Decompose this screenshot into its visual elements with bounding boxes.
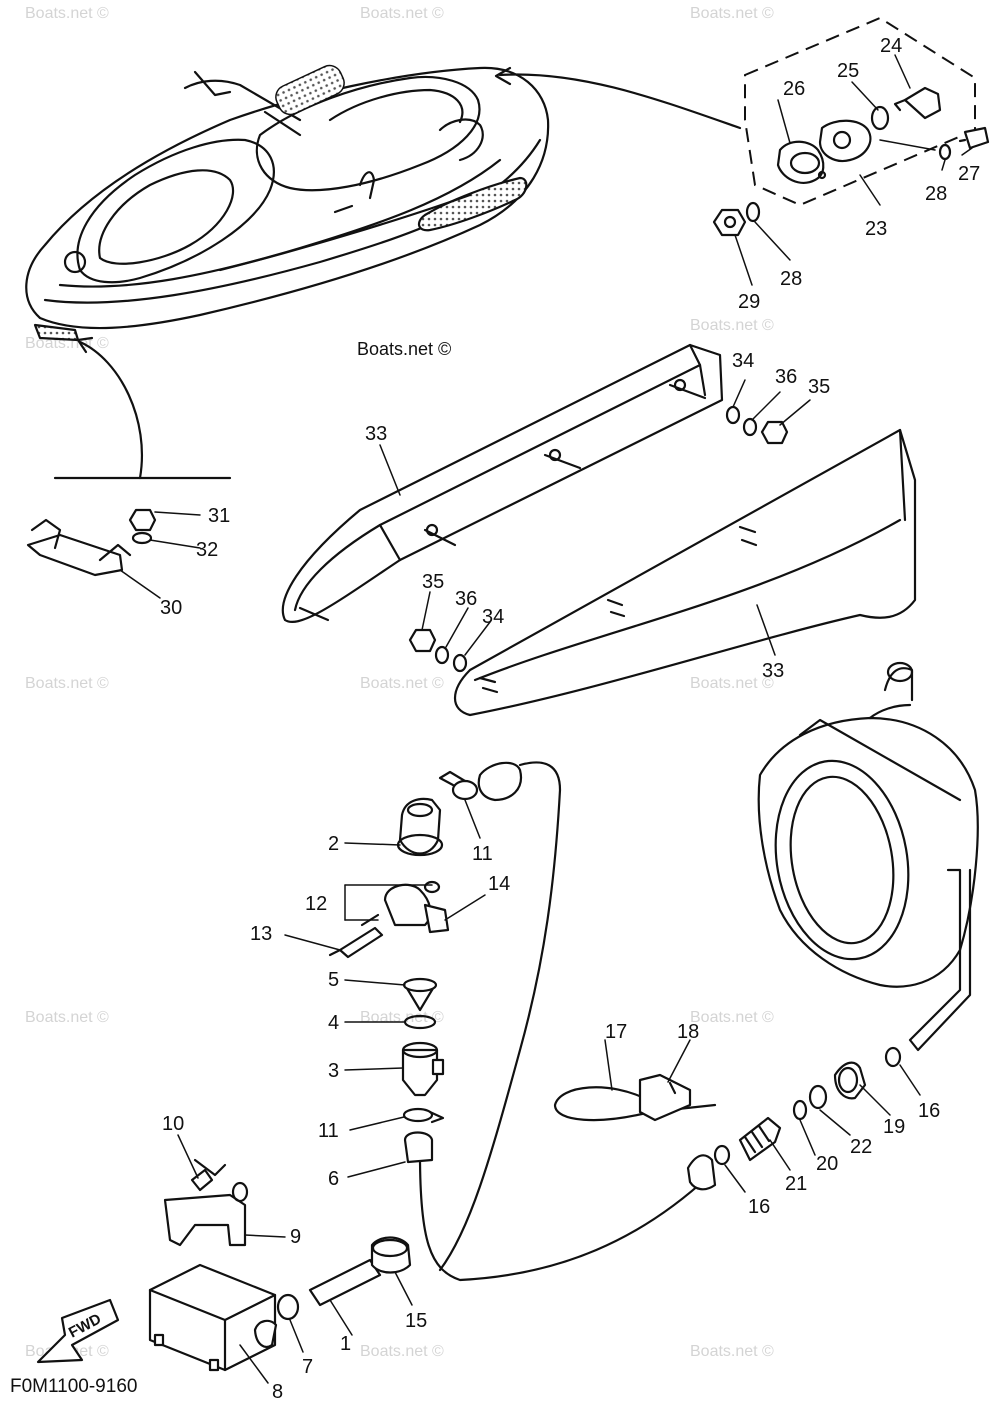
callout-16-right: 16 — [918, 1100, 940, 1122]
callout-29: 29 — [738, 291, 760, 313]
callout-11-upper: 11 — [472, 843, 493, 865]
callout-25: 25 — [837, 60, 859, 82]
watermark-text: Boats.net © — [690, 317, 774, 334]
watermark-text: Boats.net © — [25, 1009, 109, 1026]
fasteners-upper-34-35-36 — [725, 405, 789, 445]
callout-36-lower: 36 — [455, 588, 477, 610]
fitting-2 — [396, 797, 444, 857]
callout-24: 24 — [880, 35, 902, 57]
callout-14: 14 — [488, 873, 510, 895]
callout-11-lower: 11 — [318, 1120, 339, 1142]
watermark-text: Boats.net © — [690, 5, 774, 22]
callout-7: 7 — [302, 1356, 313, 1378]
hose-clamp-11-upper — [438, 770, 479, 801]
watermark-text: Boats.net © — [690, 675, 774, 692]
callout-20: 20 — [816, 1153, 838, 1175]
callout-22: 22 — [850, 1136, 872, 1158]
watermark-text: Boats.net © — [25, 5, 109, 22]
pointer-arrow — [494, 66, 742, 130]
callout-13: 13 — [250, 923, 272, 945]
watermark-text: Boats.net © — [360, 675, 444, 692]
watermark-text: Boats.net © — [360, 5, 444, 22]
jet-pump-housing — [757, 661, 979, 1052]
callout-35-upper: 35 — [808, 376, 830, 398]
water-box-8 — [148, 1263, 278, 1372]
forward-direction-arrow: FWD — [36, 1298, 120, 1364]
callout-28-lower: 28 — [780, 268, 802, 290]
callout-21: 21 — [785, 1173, 807, 1195]
callout-17: 17 — [605, 1021, 627, 1043]
callout-35-lower: 35 — [422, 571, 444, 593]
watermark-text: Boats.net © — [360, 1343, 444, 1360]
sponson-left — [281, 343, 724, 623]
callout-2: 2 — [328, 833, 339, 855]
callout-15: 15 — [405, 1310, 427, 1332]
hose-1 — [308, 1258, 382, 1307]
callout-32: 32 — [196, 539, 218, 561]
callout-4: 4 — [328, 1012, 339, 1034]
fittings-19-22 — [713, 1046, 902, 1166]
callout-33-left: 33 — [365, 423, 387, 445]
watermark-text: Boats.net © — [690, 1009, 774, 1026]
callout-19: 19 — [883, 1116, 905, 1138]
watercraft-illustration — [25, 64, 550, 342]
hose-clamp-7 — [276, 1293, 300, 1321]
callout-30: 30 — [160, 597, 182, 619]
callout-6: 6 — [328, 1168, 339, 1190]
callout-18: 18 — [677, 1021, 699, 1043]
callout-28-inset: 28 — [925, 183, 947, 205]
nut-washer-29-28 — [712, 201, 761, 237]
callout-3: 3 — [328, 1060, 339, 1082]
callout-5: 5 — [328, 969, 339, 991]
callout-33-right: 33 — [762, 660, 784, 682]
sensor-pin-13 — [328, 926, 384, 959]
water-hose — [403, 761, 717, 1282]
callout-26: 26 — [783, 78, 805, 100]
watermark-text: Boats.net © — [25, 675, 109, 692]
callout-10: 10 — [162, 1113, 184, 1135]
fitting-15 — [370, 1236, 412, 1274]
fasteners-lower-34-35-36 — [408, 628, 468, 673]
sponson-right — [454, 428, 917, 717]
filter-cone-5 — [402, 977, 438, 1012]
bracket-9-10 — [163, 1158, 249, 1247]
inset-drain-plug-assembly — [744, 16, 990, 207]
watermark-text: Boats.net © — [690, 1343, 774, 1360]
cable-tie-17-18 — [553, 1073, 717, 1122]
callout-1: 1 — [340, 1333, 351, 1355]
callout-9: 9 — [290, 1226, 301, 1248]
diagram-code: F0M1100-9160 — [10, 1376, 137, 1397]
callout-12: 12 — [305, 893, 327, 915]
callout-34-lower: 34 — [482, 606, 504, 628]
hose-clamp-11-lower — [402, 1107, 445, 1124]
callout-31: 31 — [208, 505, 230, 527]
bilge-fitting-30-31-32 — [26, 336, 232, 577]
watermark-layer: Boats.net © Boats.net © Boats.net © Boat… — [25, 5, 774, 1360]
bracket-12-14 — [360, 880, 450, 934]
leader-lines — [119, 54, 973, 1384]
callout-27: 27 — [958, 163, 980, 185]
callout-8: 8 — [272, 1381, 283, 1401]
fitting-3 — [401, 1041, 445, 1097]
callout-36-upper: 36 — [775, 366, 797, 388]
callout-labels: 1 2 3 4 5 6 7 8 9 10 11 11 12 13 14 15 1… — [160, 35, 980, 1401]
callout-16-lower: 16 — [748, 1196, 770, 1218]
callout-34-upper: 34 — [732, 350, 754, 372]
callout-23: 23 — [865, 218, 887, 240]
copyright-text: Boats.net © — [357, 339, 451, 359]
